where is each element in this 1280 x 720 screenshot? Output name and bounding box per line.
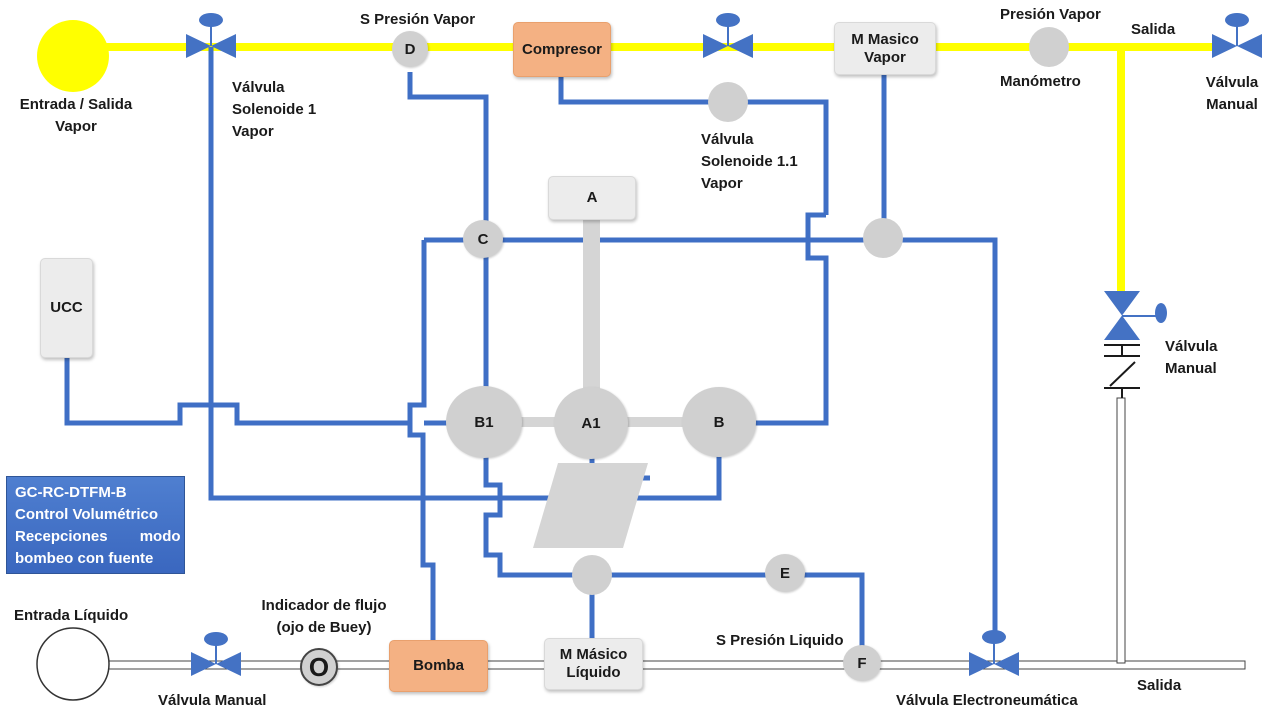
- m-masico-liquido-line1: M Másico: [559, 646, 628, 663]
- junction-bottom: [572, 555, 612, 595]
- node-f[interactable]: F: [843, 645, 881, 681]
- ucc-box[interactable]: UCC: [40, 258, 93, 358]
- node-b1[interactable]: B1: [446, 386, 522, 458]
- label-valvula-electroneumatica: Válvula Electroneumática: [896, 692, 1078, 709]
- m-masico-liquido-box[interactable]: M Másico Líquido: [544, 638, 643, 690]
- check-valve-icon: [1104, 344, 1140, 398]
- valve-manual-top-icon[interactable]: [1212, 13, 1262, 58]
- label-entrada-liquido: Entrada Líquido: [14, 607, 129, 624]
- label-valvula-manual-top-l1: Válvula: [1205, 74, 1259, 91]
- label-indicador-flujo-l2: (ojo de Buey): [276, 618, 372, 636]
- title-line2: Control Volumétrico: [15, 506, 159, 523]
- vapor-source-circle: [37, 20, 109, 92]
- label-valvula-manual-top-l2: Manual: [1206, 95, 1258, 113]
- label-valvula-manual-right-l2: Manual: [1165, 359, 1217, 377]
- junction-manometro: [1029, 27, 1069, 67]
- title-line1: GC-RC-DTFM-B: [15, 484, 127, 501]
- m-masico-liquido-line2: Líquido: [566, 664, 621, 681]
- label-entrada-salida-vapor-l2: Vapor: [55, 117, 97, 135]
- node-b[interactable]: B: [682, 387, 756, 457]
- junction-masico-vapor: [863, 218, 903, 258]
- node-a1[interactable]: A1: [554, 387, 628, 459]
- m-masico-vapor-line1: M Masico: [851, 30, 919, 48]
- label-entrada-salida-vapor-l1: Entrada / Salida: [19, 96, 133, 113]
- label-valvula-solenoide-1: Válvula Solenoide 1 Vapor: [232, 77, 316, 142]
- valve-manual-right-icon[interactable]: [1104, 291, 1167, 340]
- label-s-presion-vapor: S Presión Vapor: [360, 11, 476, 28]
- label-manometro: Manómetro: [1000, 73, 1081, 90]
- label-valvula-manual-right-l1: Válvula: [1165, 338, 1218, 355]
- title-line4: bombeo con fuente: [15, 550, 154, 567]
- label-valvula-solenoide-1-1-l1: Válvula: [701, 131, 754, 148]
- liquid-source-circle: [36, 627, 110, 701]
- label-indicador-flujo-l1: Indicador de flujo: [261, 597, 387, 614]
- label-indicador-flujo: Indicador de flujo (ojo de Buey): [242, 595, 406, 639]
- label-salida-top: Salida: [1131, 21, 1176, 38]
- label-valvula-solenoide-1-1-l3: Vapor: [701, 174, 743, 192]
- a-box[interactable]: A: [548, 176, 636, 220]
- label-valvula-manual-bottom: Válvula Manual: [158, 692, 267, 709]
- m-masico-vapor-box[interactable]: M Masico Vapor: [834, 22, 936, 75]
- label-valvula-solenoide-1-1-l2: Solenoide 1.1: [701, 152, 798, 170]
- label-presion-vapor: Presión Vapor: [1000, 6, 1101, 23]
- control-lines: [64, 47, 998, 650]
- junction-solenoide-1-1: [708, 82, 748, 122]
- label-entrada-salida-vapor: Entrada / Salida Vapor: [6, 94, 146, 138]
- label-valvula-solenoide-1-l3: Vapor: [232, 122, 274, 140]
- flow-indicator[interactable]: O: [300, 648, 338, 686]
- node-e[interactable]: E: [765, 554, 805, 592]
- valve-manual-bottom-icon[interactable]: [191, 632, 241, 676]
- label-valvula-manual-top: Válvula Manual: [1192, 72, 1272, 116]
- bomba-box[interactable]: Bomba: [389, 640, 488, 692]
- valve-electroneumatica-icon[interactable]: [969, 630, 1019, 676]
- label-valvula-solenoide-1-l2: Solenoide 1: [232, 100, 317, 118]
- compresor-box[interactable]: Compresor: [513, 22, 611, 77]
- label-s-presion-liquido: S Presión Liquido: [716, 632, 844, 649]
- label-valvula-solenoide-1-l1: Válvula: [232, 79, 285, 96]
- label-salida-bottom: Salida: [1137, 677, 1182, 694]
- node-d[interactable]: D: [392, 31, 428, 67]
- m-masico-vapor-line2: Vapor: [864, 48, 906, 66]
- title-line3: Recepciones modo: [15, 528, 181, 545]
- title-box: GC-RC-DTFM-B Control Volumétrico Recepci…: [6, 476, 185, 574]
- valve-solenoide-1-1-icon[interactable]: [703, 13, 753, 58]
- label-valvula-manual-right: Válvula Manual: [1165, 336, 1218, 380]
- node-c[interactable]: C: [463, 220, 503, 258]
- valve-solenoide-1-icon[interactable]: [186, 13, 236, 58]
- label-valvula-solenoide-1-1: Válvula Solenoide 1.1 Vapor: [701, 129, 798, 194]
